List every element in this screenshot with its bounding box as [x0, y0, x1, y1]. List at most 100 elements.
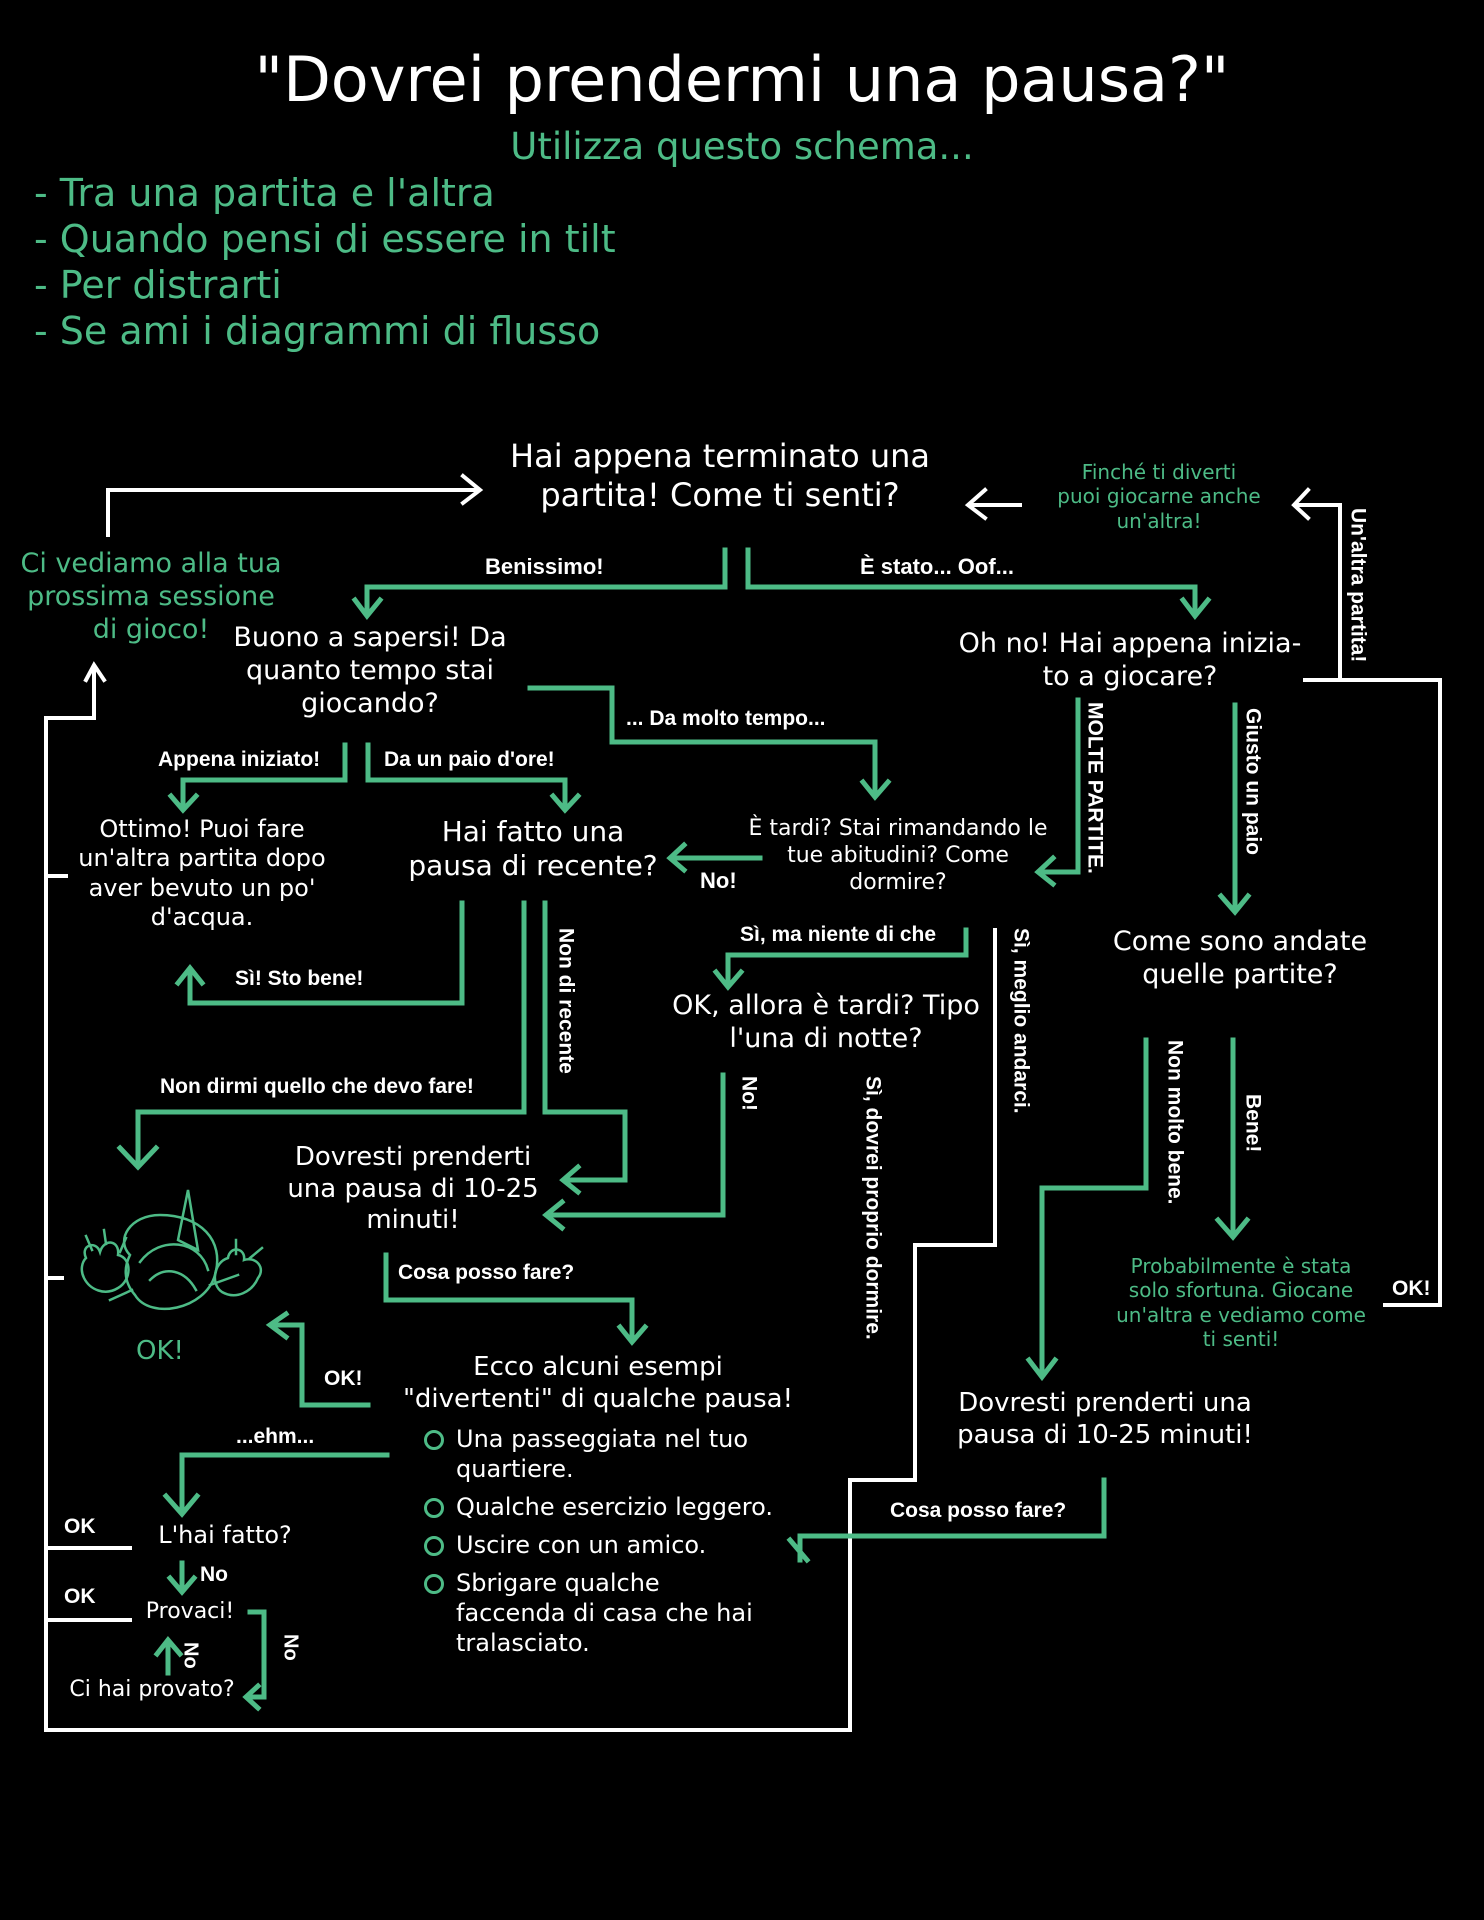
label-non-dirmi: Non dirmi quello che devo fare!: [160, 1075, 474, 1098]
label-giusto: Giusto un paio: [1241, 708, 1265, 855]
arrowhead-cosa2: [786, 1536, 811, 1564]
label-cosa1: Cosa posso fare?: [398, 1261, 575, 1284]
label-da-molto: ... Da molto tempo...: [626, 707, 826, 730]
label-cosa2: Cosa posso fare?: [890, 1499, 1067, 1522]
arrowhead-da-molto: [859, 778, 892, 801]
node-did-it: L'hai fatto?: [158, 1521, 292, 1549]
connector-benissimo: [364, 547, 728, 615]
node-break-10-25-a: Dovresti prenderti una pausa di 10-25 mi…: [287, 1142, 539, 1236]
arrowhead-no2: [542, 1198, 566, 1232]
example-text: Una passeggiata nel tuo quartiere.: [456, 1425, 748, 1483]
label-ok-small: OK!: [324, 1367, 363, 1390]
connector-non-dirmi: [135, 900, 527, 1168]
bullet-circle-icon: [424, 1430, 444, 1450]
arrowhead-ehm: [162, 1492, 201, 1518]
arrowhead-cosa1: [616, 1323, 649, 1346]
arrowhead-oof: [1179, 596, 1212, 621]
connector-restart: [106, 488, 480, 537]
connector-cosa1: [383, 1252, 635, 1343]
node-break-recently: Hai fatto una pausa di recente?: [408, 815, 658, 883]
label-si-niente: Sì, ma niente di che: [740, 923, 937, 946]
label-si-meglio: Sì, meglio andarci.: [1009, 928, 1033, 1114]
label-no1: No!: [700, 868, 737, 893]
list-item: - Tra una partita e l'altra: [34, 171, 495, 215]
arrowhead-outer-loop: [83, 661, 107, 683]
connector-molte: [1037, 697, 1081, 875]
node-how-went: Come sono andate quelle partite?: [1112, 926, 1368, 990]
node-good-how-long: Buono a sapersi! Da quanto tempo stai gi…: [233, 622, 507, 719]
list-item: - Per distrarti: [34, 263, 282, 307]
arrowhead-no4: [153, 1636, 184, 1658]
green-connectors: [116, 547, 1252, 1712]
white-connectors: [44, 473, 1442, 1732]
connector-non-molto: [1039, 1037, 1149, 1378]
label-ok-big: OK!: [1392, 1277, 1431, 1300]
page-title: "Dovrei prendermi una pausa?": [254, 43, 1230, 116]
list-item: Una passeggiata nel tuo quartiere.: [422, 1424, 796, 1484]
connector-no5: [245, 1609, 267, 1700]
node-try-it: Provaci!: [145, 1599, 235, 1624]
arrowhead-non-dirmi: [116, 1144, 160, 1171]
example-text: Qualche esercizio leggero.: [456, 1493, 773, 1521]
node-oh-no: Oh no! Hai appena inizia- to a giocare?: [958, 628, 1302, 692]
bullet-circle-icon: [424, 1536, 444, 1556]
arrowhead-non-recente: [559, 1163, 582, 1196]
arrowhead-another-game: [1291, 487, 1311, 521]
connector-sleep: [848, 928, 997, 1592]
label-non-recente: Non di recente: [554, 928, 578, 1074]
connector-da-molto: [527, 685, 878, 798]
node-late: È tardi? Stai rimandando le tue abitudin…: [748, 816, 1048, 895]
arrowhead-molte: [1034, 854, 1057, 888]
list-item: Qualche esercizio leggero.: [422, 1492, 796, 1522]
connector-oof: [745, 547, 1198, 615]
examples-list: Una passeggiata nel tuo quartiere. Qualc…: [422, 1424, 796, 1666]
connector-ehm: [179, 1452, 390, 1515]
label-non-molto: Non molto bene.: [1163, 1040, 1187, 1205]
arrowhead-no5: [242, 1682, 262, 1712]
example-text: Sbrigare qualche faccenda di casa che ha…: [456, 1569, 753, 1657]
arrowhead-paio-ore: [549, 792, 582, 814]
arrowhead-no1: [666, 841, 688, 874]
arrowhead-bene: [1214, 1216, 1251, 1241]
arrowhead-giusto: [1217, 892, 1252, 916]
node-see-you: Ci vediamo alla tua prossima sessione di…: [20, 548, 282, 645]
connector-si-niente: [725, 927, 969, 988]
label-no3: No: [200, 1563, 228, 1586]
node-great-water: Ottimo! Puoi fare un'altra partita dopo …: [78, 815, 326, 931]
node-break-10-25-b: Dovresti prenderti una pausa di 10-25 mi…: [957, 1388, 1253, 1450]
mascot-icon: [80, 1189, 264, 1310]
connector-outer-loop: [44, 666, 852, 1732]
page-subtitle: Utilizza questo schema...: [510, 125, 974, 168]
connector-non-recente: [542, 900, 628, 1183]
label-no2: No!: [737, 1076, 761, 1111]
label-paio-ore: Da un paio d'ore!: [384, 748, 555, 771]
bullet-circle-icon: [424, 1574, 444, 1594]
label-no5: No: [279, 1634, 302, 1661]
connector-si-sto-bene: [187, 900, 465, 1006]
arrowhead-restart: [460, 473, 484, 506]
list-item: Sbrigare qualche faccenda di casa che ha…: [422, 1568, 796, 1658]
label-ehm: ...ehm...: [236, 1425, 315, 1448]
arrowhead-benissimo: [351, 596, 384, 621]
label-another: Un'altra partita!: [1346, 508, 1370, 663]
connector-no2: [545, 1072, 726, 1218]
list-item: Uscire con un amico.: [422, 1530, 796, 1560]
list-item: - Se ami i diagrammi di flusso: [34, 309, 601, 353]
label-ok1: OK: [64, 1515, 96, 1538]
label-no4: No: [179, 1642, 202, 1669]
arrowhead-ok-big: [265, 1310, 290, 1341]
node-ok-mascot: OK!: [136, 1336, 184, 1366]
connector-appena: [180, 742, 348, 811]
node-one-am: OK, allora è tardi? Tipo l'una di notte?: [672, 990, 980, 1054]
label-benissimo: Benissimo!: [485, 554, 604, 579]
label-appena: Appena iniziato!: [158, 748, 321, 771]
node-bad-luck: Probabilmente è stata solo sfortuna. Gio…: [1116, 1254, 1366, 1352]
arrowhead-si-niente: [712, 968, 745, 991]
arrowhead-keep-playing: [964, 487, 988, 521]
label-ok2: OK: [64, 1585, 96, 1608]
arrowhead-non-molto: [1025, 1356, 1059, 1382]
list-item: - Quando pensi di essere in tilt: [34, 217, 616, 261]
label-si-dovrei: Sì, dovrei proprio dormire.: [861, 1076, 885, 1340]
node-tried: Ci hai provato?: [69, 1677, 235, 1702]
